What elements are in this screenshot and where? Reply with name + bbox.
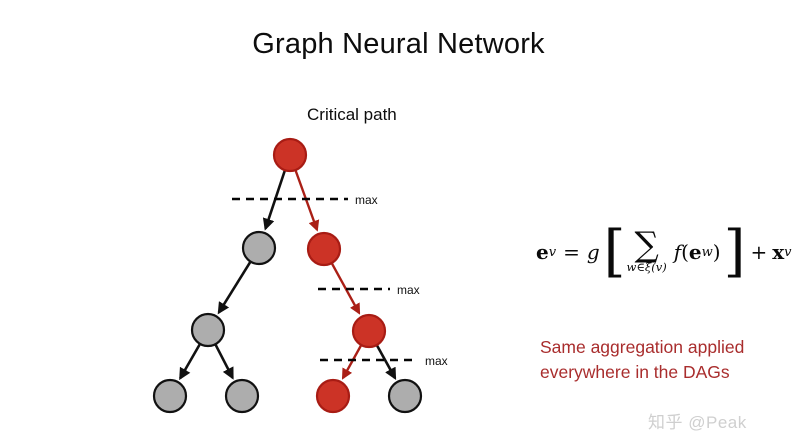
graph-node-n-l3a[interactable]	[152, 378, 188, 414]
graph-node-n-r3a[interactable]	[315, 378, 351, 414]
max-label-3: max	[425, 354, 448, 368]
graph-node-n-l3b[interactable]	[224, 378, 260, 414]
graph-node-n-l2[interactable]	[190, 312, 226, 348]
equation-paren-open: (	[681, 240, 689, 264]
page-title: Graph Neural Network	[252, 28, 545, 60]
aggregation-note: Same aggregation applied everywhere in t…	[540, 335, 797, 386]
graph-node-root[interactable]	[272, 137, 308, 173]
aggregation-note-line1: Same aggregation applied	[540, 337, 745, 357]
equation-bracket-close: ]	[723, 218, 746, 284]
equation-equals: =	[563, 240, 580, 264]
equation-inner-subscript: w	[701, 244, 713, 260]
equation-function-g: g	[586, 240, 600, 264]
graph-node-n-r1[interactable]	[306, 231, 342, 267]
edge-n-l2-to-n-l3a	[179, 342, 202, 381]
equation-function-f: f	[673, 240, 682, 264]
watermark: 知乎 @Peak	[648, 413, 747, 432]
max-cut-lines-layer	[232, 197, 418, 362]
edge-n-l1-to-n-l2	[217, 260, 253, 315]
graph-node-n-l1[interactable]	[241, 230, 277, 266]
equation-paren-close: )	[712, 240, 721, 264]
equation-plus: +	[750, 240, 768, 264]
max-label-2: max	[397, 283, 420, 297]
equation-inner-symbol: e	[688, 240, 702, 264]
equation-lhs-subscript: v	[548, 244, 557, 260]
graph-node-n-r3b[interactable]	[387, 378, 423, 414]
equation-bracket-open: [	[603, 218, 626, 284]
sum-symbol: ∑	[634, 225, 659, 266]
max-label-1: max	[355, 193, 378, 207]
nodes-layer	[152, 137, 423, 414]
edge-n-r1-to-n-r2	[330, 261, 361, 315]
equation-rhs-symbol: x	[772, 240, 785, 264]
equation-summation: ∑ w∈ξ(v)	[626, 225, 667, 274]
edge-n-l2-to-n-l3b	[213, 342, 234, 380]
critical-path-label: Critical path	[307, 105, 397, 124]
edge-n-r2-to-n-r3b	[375, 343, 397, 380]
sum-subscript: w∈ξ(v)	[626, 259, 667, 274]
equation-rhs-subscript: v	[784, 244, 792, 260]
equation-lhs-symbol: e	[536, 240, 549, 264]
graph-node-n-r2[interactable]	[351, 313, 387, 349]
aggregation-note-line2: everywhere in the DAGs	[540, 362, 730, 383]
